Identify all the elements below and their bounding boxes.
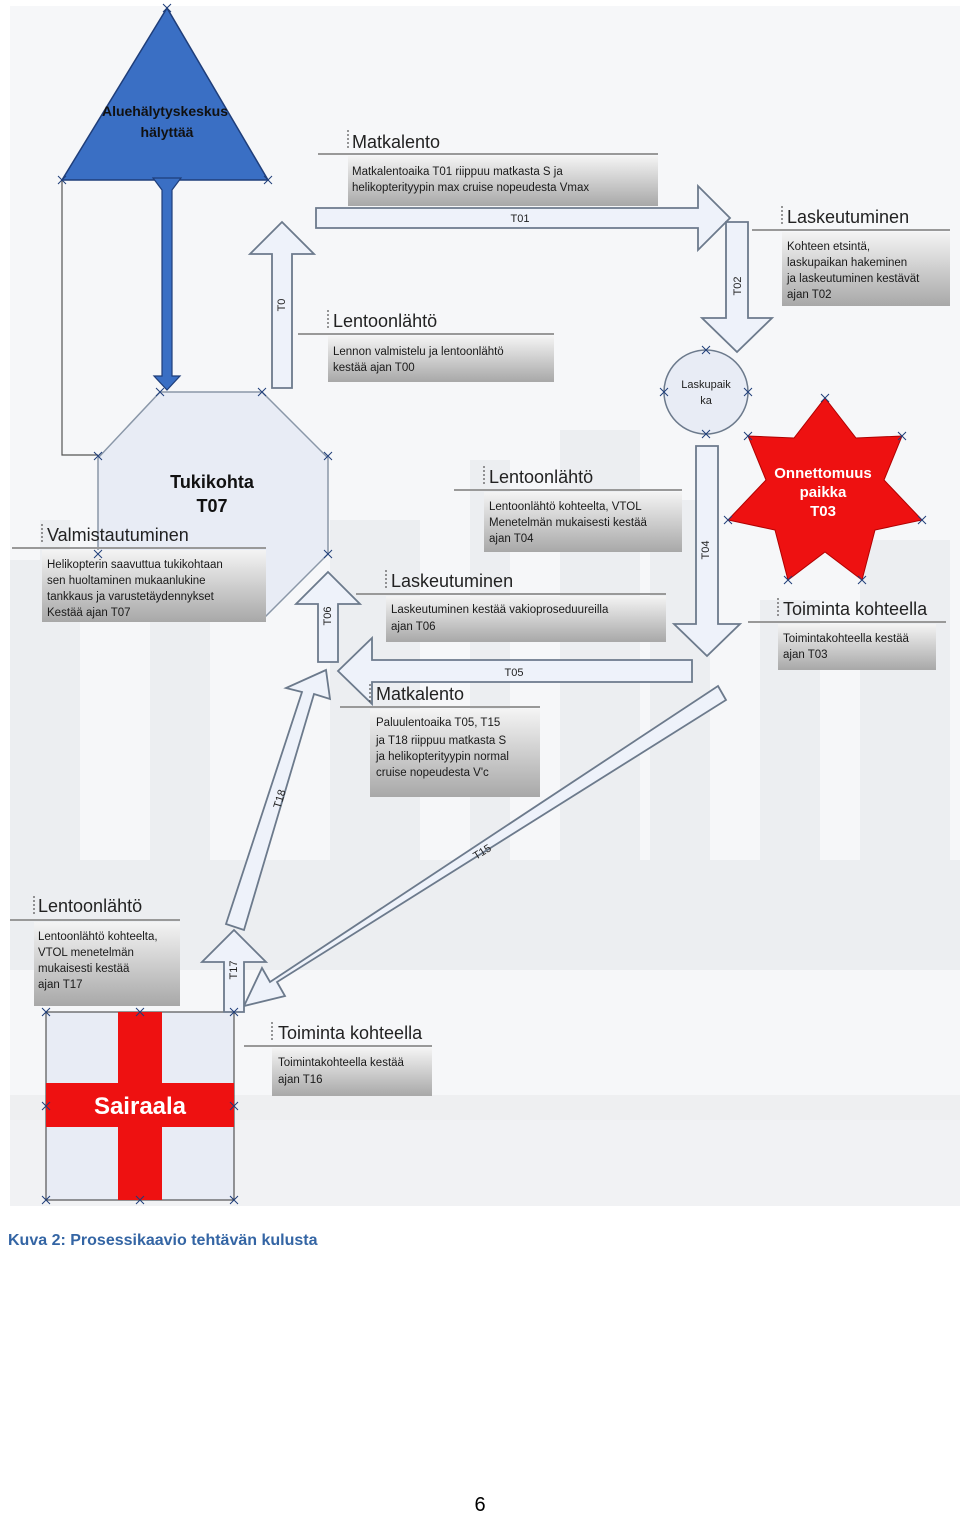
panel-line: laskupaikan hakeminen [787,257,907,269]
panel-title: Matkalento [376,684,464,704]
panel-lentoonlahto-t04: Lentoonlähtö Lentoonlähtö kohteelta, VTO… [454,466,682,552]
panel-line: ajan T04 [489,533,534,545]
process-diagram: Aluehälytyskeskus hälyttää Tukikohta T07… [10,3,950,1205]
panel-line: Menetelmän mukaisesti kestää [489,517,647,529]
star-label-line1: Onnettomuus [774,465,872,482]
panel-line: Lentoonlähtö kohteelta, VTOL [489,501,642,513]
arrow-label-t06: T06 [322,607,334,626]
arrow-t02 [699,221,775,354]
panel-title: Matkalento [352,132,440,152]
arrow-label-t0: T0 [276,299,288,312]
panel-line: tankkaus ja varustetäydennykset [47,591,215,603]
panel-line: ajan T06 [391,621,436,633]
star-label-line3: T03 [810,503,836,520]
panel-laskeutuminen-t02: Laskeutuminen Kohteen etsintä, laskupaik… [752,206,950,306]
panel-toiminta-t16: Toiminta kohteella Toimintakohteella kes… [244,1022,432,1096]
panel-line: Kestää ajan T07 [47,607,131,619]
arrow-label-t04: T04 [700,541,712,560]
panel-line: VTOL menetelmän [38,947,134,959]
star-label-line2: paikka [800,484,847,501]
selection-handles [41,3,927,1205]
panel-line: cruise nopeudesta V'c [376,767,489,779]
panel-line: helikopterityypin max cruise nopeudesta … [352,182,589,194]
arrow-label-t02: T02 [732,277,744,296]
connector-line [61,180,98,456]
panel-line: Lennon valmistelu ja lentoonlähtö [333,346,504,358]
panel-lentoonlahto-t17: Lentoonlähtö Lentoonlähtö kohteelta, VTO… [10,896,180,1006]
arrow-label-t01: T01 [511,213,530,225]
panel-title: Toiminta kohteella [278,1023,423,1043]
hospital-label: Sairaala [94,1093,187,1120]
panel-title: Lentoonlähtö [333,311,437,331]
arrow-t01 [315,183,732,253]
panel-line: mukaisesti kestää [38,963,130,975]
panel-matkalento-t05: Matkalento Paluulentoaika T05, T15 ja T1… [340,684,540,797]
panel-title: Valmistautuminen [47,525,189,545]
arrow-label-t17: T17 [228,961,240,980]
panel-line: Laskeutuminen kestää vakioproseduureilla [391,604,609,616]
page-number: 6 [474,1494,486,1516]
panel-line: Paluulentoaika T05, T15 [376,717,500,729]
arrow-t05 [336,635,693,707]
panel-line: kestää ajan T00 [333,362,415,374]
arrow-t06 [293,570,363,663]
panel-matkalento-t01: Matkalento Matkalentoaika T01 riippuu ma… [318,130,658,206]
arrows-group [199,183,775,1013]
info-panels: Matkalento Matkalentoaika T01 riippuu ma… [10,130,950,1096]
panel-line: ja helikopterityypin normal [375,751,509,763]
dispatch-arrow [151,177,183,391]
panel-line: ajan T17 [38,979,83,991]
panel-title: Laskeutuminen [391,571,513,591]
panel-line: Lentoonlähtö kohteelta, [38,931,158,943]
triangle-label-line2: hälyttää [141,124,194,140]
landing-site-circle [663,349,749,435]
panel-title: Lentoonlähtö [489,467,593,487]
octagon-label-line2: T07 [196,496,227,516]
circle-label-line1: Laskupaik [681,379,731,391]
circle-label-line2: ka [700,395,713,407]
panel-line: ja T18 riippuu matkasta S [375,735,507,747]
panel-line: Toimintakohteella kestää [278,1057,405,1069]
panel-lentoonlahto-t00: Lentoonlähtö Lennon valmistelu ja lentoo… [298,310,554,382]
panel-title: Laskeutuminen [787,207,909,227]
panel-line: Toimintakohteella kestää [783,633,910,645]
hospital-cross-horizontal [46,1083,234,1127]
arrow-t15 [242,684,728,1008]
arrow-t0 [247,220,317,389]
panel-title: Lentoonlähtö [38,896,142,916]
triangle-label-line1: Aluehälytyskeskus [102,103,228,119]
panel-line: Kohteen etsintä, [787,241,870,253]
panel-line: sen huoltaminen mukaanlukine [47,575,206,587]
panel-line: Matkalentoaika T01 riippuu matkasta S ja [352,166,563,178]
panel-line: ajan T16 [278,1074,323,1086]
arrow-label-t18: T18 [272,788,289,810]
arrow-t18 [224,668,332,932]
panel-line: ajan T02 [787,289,832,301]
arrow-label-t05: T05 [505,667,524,679]
panel-toiminta-t03: Toiminta kohteella Toimintakohteella kes… [748,598,946,670]
octagon-label-line1: Tukikohta [170,472,255,492]
figure-caption: Kuva 2: Prosessikaavio tehtävän kulusta [8,1232,318,1249]
panel-laskeutuminen-t06: Laskeutuminen Laskeutuminen kestää vakio… [356,570,666,642]
accident-site-star [727,397,923,581]
panel-line: Helikopterin saavuttua tukikohtaan [47,559,223,571]
panel-line: ja laskeutuminen kestävät [786,273,920,285]
panel-title: Toiminta kohteella [783,599,928,619]
arrow-t04 [671,445,743,658]
arrow-t17 [199,928,269,1013]
panel-valmistautuminen-t07: Valmistautuminen Helikopterin saavuttua … [12,524,266,622]
panel-line: ajan T03 [783,649,828,661]
